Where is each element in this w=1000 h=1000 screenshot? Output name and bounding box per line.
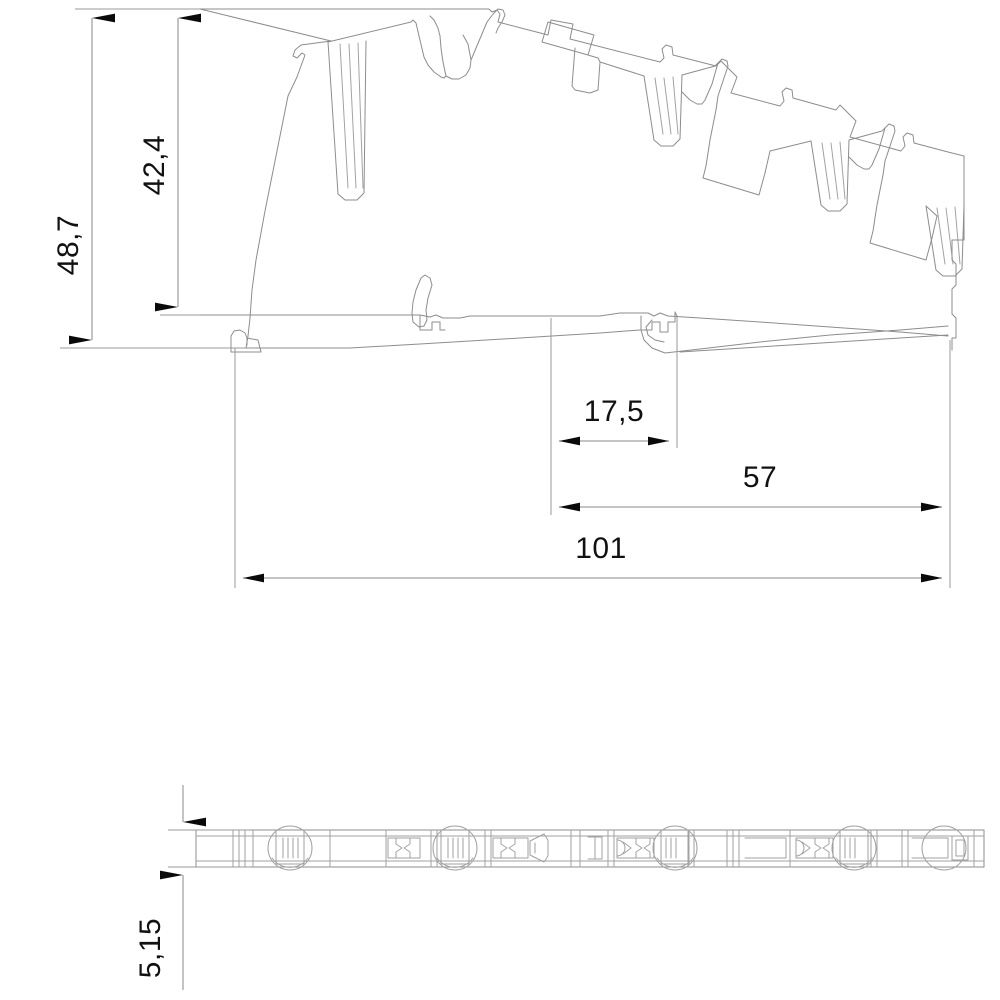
terminal-lug-3	[810, 139, 850, 212]
lock-notch-2	[681, 58, 729, 111]
dimension-height-inner: 42,4	[138, 13, 201, 316]
latch-block	[640, 311, 949, 354]
center-lever-hook	[411, 274, 446, 331]
dimension-length-overall: 101	[234, 348, 951, 588]
dimension-length-short: 17,5	[550, 318, 678, 448]
dimension-label-length-medium: 57	[743, 461, 777, 494]
plan-dividers	[232, 829, 975, 868]
dimension-label-length-overall: 101	[575, 532, 627, 565]
hook-feature-top	[493, 8, 506, 34]
clamp-feature-2	[492, 833, 549, 863]
cavity-rect-1	[587, 836, 603, 860]
screw-head-4	[831, 825, 877, 871]
screw-head-1	[267, 825, 313, 871]
lock-notch-3	[848, 123, 896, 176]
terminal-lug-4	[925, 204, 965, 277]
dimension-length-medium: 57	[550, 340, 951, 515]
clamp-feature-1	[387, 837, 421, 859]
dimension-label-height-overall: 48,7	[52, 215, 85, 275]
cavity-rect-2	[744, 837, 787, 859]
part-left-foot	[230, 329, 262, 353]
screw-head-5	[921, 825, 967, 871]
cavity-rect-3	[911, 835, 969, 861]
part-base-rails	[195, 312, 949, 349]
plan-band-outline	[195, 829, 985, 868]
dimension-label-height-inner: 42,4	[138, 135, 171, 195]
dimension-thickness: 5,15	[134, 785, 250, 990]
dimension-label-length-short: 17,5	[584, 395, 644, 428]
terminal-lug-2	[643, 74, 683, 147]
part-left-leg	[245, 40, 332, 349]
top-plan-view	[195, 825, 985, 871]
clamp-feature-3	[616, 837, 655, 859]
screw-head-3	[652, 825, 698, 871]
clamp-feature-4	[795, 837, 834, 859]
part-right-edge	[947, 151, 965, 351]
lock-notch-1	[418, 15, 472, 80]
screw-head-2	[432, 825, 478, 871]
part-outer-top-contour	[199, 8, 949, 153]
dimension-label-thickness: 5,15	[134, 918, 167, 978]
terminal-lug-1	[327, 40, 367, 201]
part-left-upper-face	[199, 8, 332, 42]
dimension-height-overall: 48,7	[52, 8, 246, 349]
side-profile-view	[195, 8, 965, 354]
